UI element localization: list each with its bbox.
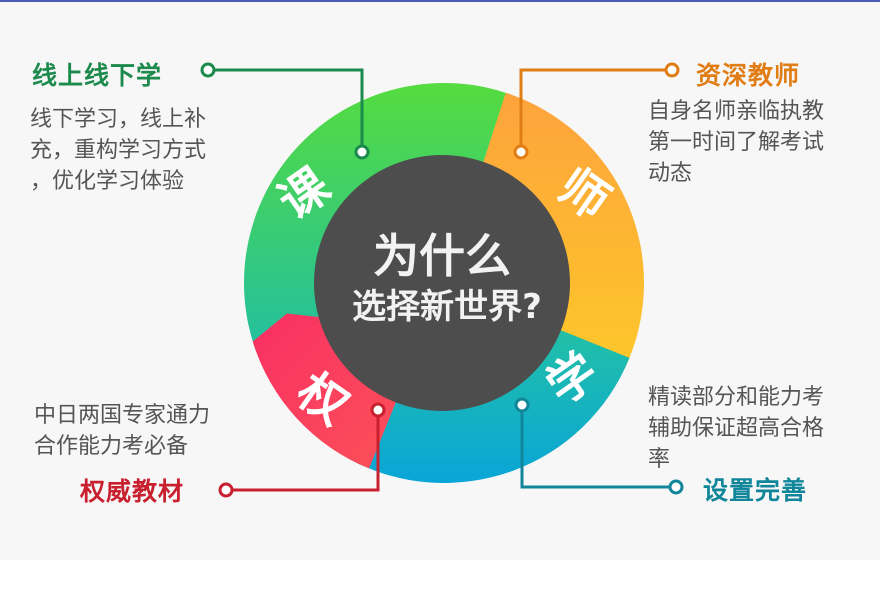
dot-icon xyxy=(218,482,234,498)
connector-teachers xyxy=(519,68,666,146)
feature-desc-teachers: 自身名师亲临执教 第一时间了解考试 动态 xyxy=(648,96,824,189)
feature-title-teachers: 资深教师 xyxy=(696,61,801,90)
feature-desc-materials: 中日两国专家通力 合作能力考必备 xyxy=(34,400,210,462)
connector-online-offline xyxy=(214,68,364,146)
ring-segment-course xyxy=(243,82,515,352)
center-subtitle: 选择新世界? xyxy=(352,287,542,327)
ring-segment-study xyxy=(350,327,630,483)
desc-line: 线下学习，线上补 xyxy=(30,107,207,132)
dot-icon xyxy=(354,144,370,160)
dot-icon xyxy=(664,62,680,78)
dot-icon xyxy=(514,397,530,413)
dot-icon xyxy=(668,479,684,495)
center-title: 为什么 xyxy=(373,229,511,283)
desc-line: 率 xyxy=(648,447,671,472)
desc-line: 精读部分和能力考 xyxy=(648,385,825,410)
feature-title-online-offline: 线上线下学 xyxy=(32,61,163,90)
dot-icon xyxy=(200,62,216,78)
desc-line: 第一时间了解考试 xyxy=(648,130,825,155)
desc-line: 充，重构学习方式 xyxy=(30,138,207,163)
desc-line: ，优化学习体验 xyxy=(30,169,185,194)
desc-line: 合作能力考必备 xyxy=(34,434,189,459)
desc-line: 动态 xyxy=(648,161,693,186)
center-circle xyxy=(314,155,570,411)
ring-segment-teacher xyxy=(481,92,644,368)
connector-setup xyxy=(520,411,670,489)
desc-line: 自身名师亲临执教 xyxy=(648,99,825,124)
feature-title-materials: 权威教材 xyxy=(80,477,185,506)
connector-materials xyxy=(232,416,380,492)
desc-line: 中日两国专家通力 xyxy=(34,403,211,428)
dot-icon xyxy=(370,402,386,418)
desc-line: 辅助保证超高合格 xyxy=(648,416,825,441)
feature-title-setup: 设置完善 xyxy=(703,476,808,505)
feature-desc-online-offline: 线下学习，线上补 充，重构学习方式 ，优化学习体验 xyxy=(30,104,206,197)
ring-segment-authority xyxy=(252,313,400,469)
dot-icon xyxy=(513,144,529,160)
feature-desc-setup: 精读部分和能力考 辅助保证超高合格 率 xyxy=(648,382,824,475)
